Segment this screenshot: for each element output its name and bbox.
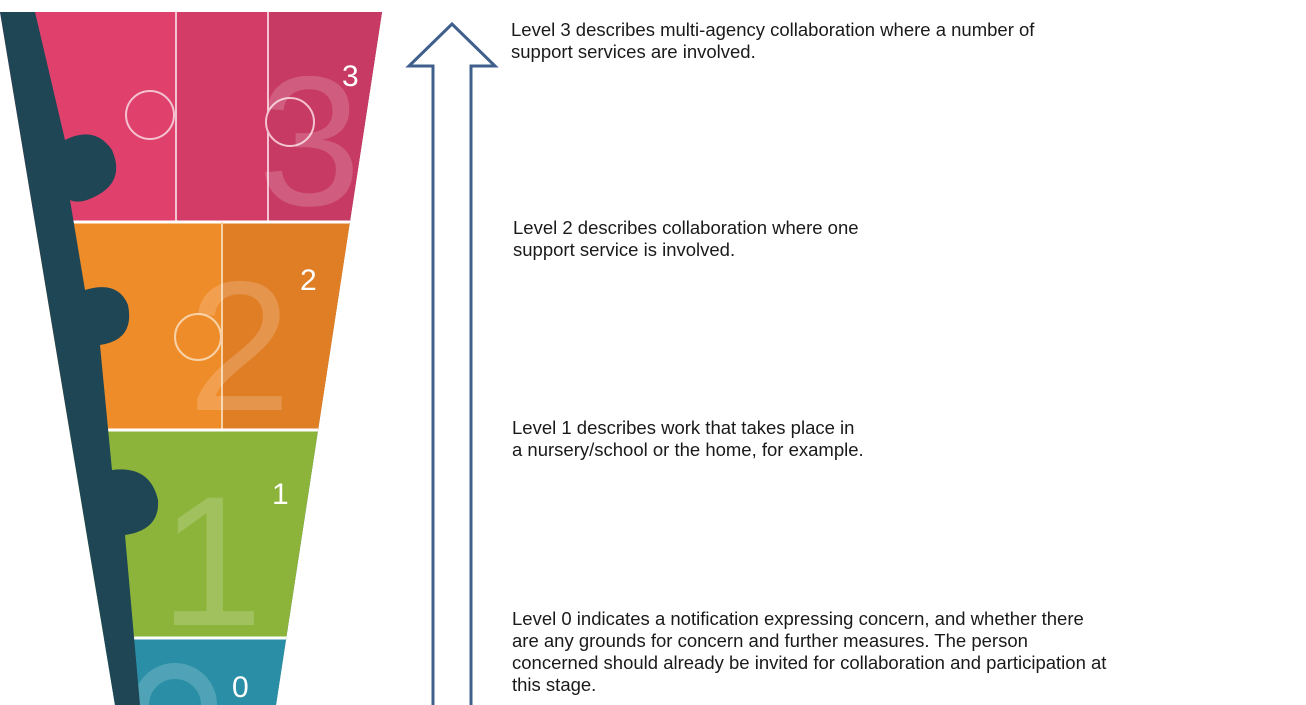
level-1-number: 1 xyxy=(272,478,289,511)
level-1-description: Level 1 describes work that takes place … xyxy=(512,417,864,460)
level-1-band: 1 xyxy=(0,428,382,665)
level-3-number: 3 xyxy=(342,60,359,93)
level-3-band: 3 xyxy=(0,12,382,245)
level-3-description: Level 3 describes multi-agency collabora… xyxy=(511,19,1035,62)
level-2-number: 2 xyxy=(300,264,317,297)
level-0-band xyxy=(0,636,382,705)
level-1-watermark: 1 xyxy=(160,459,263,665)
level-2-description: Level 2 describes collaboration where on… xyxy=(513,217,859,260)
level-3-watermark: 3 xyxy=(258,39,361,245)
level-2-watermark: 2 xyxy=(188,244,291,450)
level-0-number: 0 xyxy=(232,671,249,704)
up-arrow-icon xyxy=(405,21,499,705)
level-0-description: Level 0 indicates a notification express… xyxy=(512,608,1107,695)
funnel-diagram: 3 2 1 3 2 1 0 xyxy=(0,12,499,705)
